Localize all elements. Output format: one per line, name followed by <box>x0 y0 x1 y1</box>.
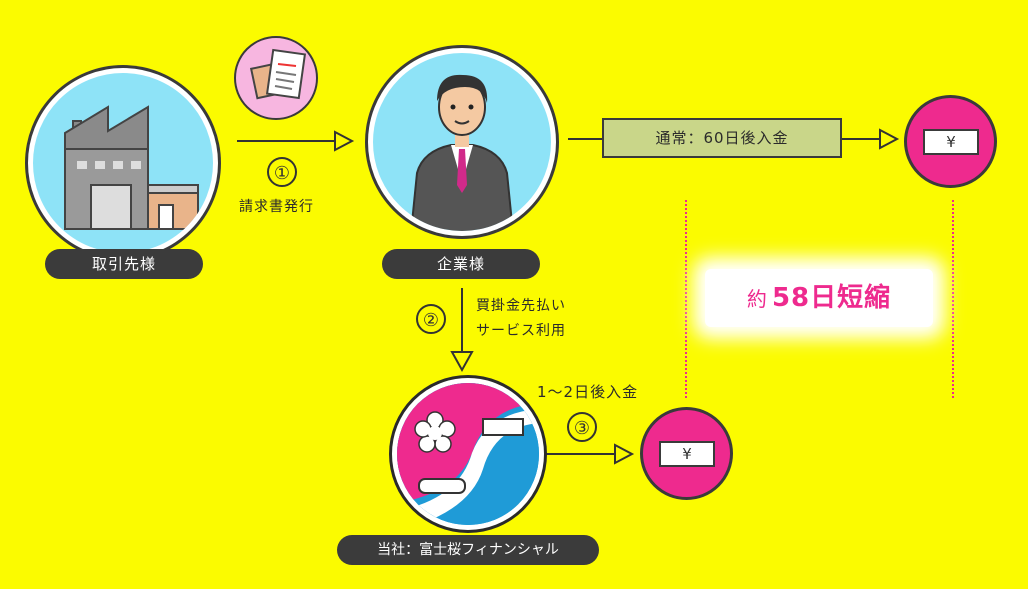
supplier-label: 取引先様 <box>45 249 203 279</box>
ours-circle <box>392 378 544 530</box>
fujizakura-logo-icon <box>397 383 539 525</box>
step3-label: 1～2日後入金 <box>537 383 639 401</box>
arrow-head-normal <box>879 128 900 150</box>
yen-bill-icon: ¥ <box>923 129 979 155</box>
step1-number: ① <box>267 157 297 187</box>
invoice-icon <box>234 36 318 120</box>
yen-bill-icon-fast: ¥ <box>659 441 715 467</box>
arrow-head-step1 <box>334 130 355 152</box>
dotted-guide-left <box>685 200 687 398</box>
yen-circle-normal: ¥ <box>904 95 997 188</box>
factory-icon <box>64 105 199 230</box>
shortening-callout: 約 58日短縮 <box>705 269 933 327</box>
step1-label: 請求書発行 <box>239 199 314 215</box>
step3-number: ③ <box>567 412 597 442</box>
businessman-icon <box>410 74 514 231</box>
step2-number: ② <box>416 304 446 334</box>
shortening-prefix: 約 <box>746 287 767 311</box>
normal-payment-box: 通常：60日後入金 <box>602 118 842 158</box>
company-label: 企業様 <box>382 249 540 279</box>
ours-label: 当社：富士桜フィナンシャル <box>337 535 599 565</box>
supplier-circle <box>28 68 218 258</box>
sakura-icon <box>414 411 456 453</box>
dotted-guide-right <box>952 200 954 398</box>
arrow-head-step2 <box>450 351 474 373</box>
company-circle <box>368 48 556 236</box>
yen-circle-fast: ¥ <box>640 407 733 500</box>
step2-line2: サービス利用 <box>476 323 566 339</box>
shortening-value: 58日短縮 <box>771 283 892 313</box>
step2-line1: 買掛金先払い <box>476 298 566 314</box>
arrow-head-step3 <box>614 443 635 465</box>
